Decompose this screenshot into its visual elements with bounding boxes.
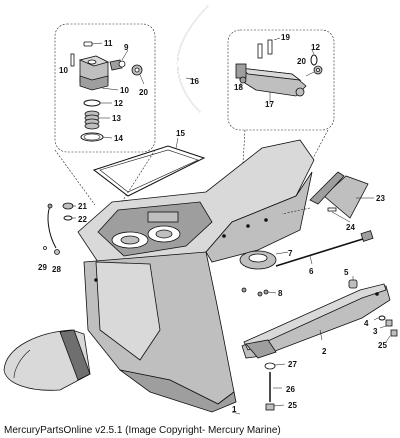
part-17-bracket xyxy=(235,63,307,104)
part-4-washer xyxy=(373,315,386,321)
part-25-nut-right xyxy=(385,329,398,343)
callout-27: 27 xyxy=(288,360,297,369)
callout-10b: 10 xyxy=(120,86,129,95)
callout-1: 1 xyxy=(232,405,237,414)
part-25-nut-bottom xyxy=(265,403,285,411)
callout-7: 7 xyxy=(288,249,293,258)
callout-10: 10 xyxy=(59,66,68,75)
part-22-washer xyxy=(63,215,76,221)
callout-8: 8 xyxy=(278,289,283,298)
callout-20r: 20 xyxy=(297,57,306,66)
callout-15: 15 xyxy=(176,129,185,138)
callout-19: 19 xyxy=(281,33,290,42)
part-14-seal xyxy=(80,132,113,142)
part-13-spring xyxy=(84,110,110,130)
part-8-screws xyxy=(241,287,277,297)
part-20-nut xyxy=(131,64,145,85)
callout-23: 23 xyxy=(376,194,385,203)
copyright-footer: MercuryPartsOnline v2.5.1 (Image Copyrig… xyxy=(4,425,281,436)
part-7-cover xyxy=(239,250,289,270)
detail-inset-left xyxy=(54,23,156,206)
callout-3: 3 xyxy=(373,327,378,336)
part-27-washer xyxy=(264,362,286,370)
part-12-oring xyxy=(83,99,112,107)
part-5-fitting xyxy=(348,276,358,289)
part-9-fitting xyxy=(109,49,129,71)
part-11-screw xyxy=(83,41,103,47)
part-24-screw xyxy=(327,207,351,223)
callout-16: 16 xyxy=(190,77,199,86)
callout-13: 13 xyxy=(112,114,121,123)
callout-2: 2 xyxy=(322,347,327,356)
callout-labels: 11 9 10 20 10 12 13 14 15 16 19 12 20 18… xyxy=(38,33,387,414)
callout-12r: 12 xyxy=(311,43,320,52)
part-29-clip xyxy=(43,246,47,250)
part-15-gasket xyxy=(92,137,206,197)
callout-11: 11 xyxy=(104,39,113,48)
callout-25r: 25 xyxy=(378,341,387,350)
part-10-housing xyxy=(70,53,119,91)
callout-14: 14 xyxy=(114,134,123,143)
part-3-nut xyxy=(379,319,393,329)
gearcase-housing xyxy=(3,139,315,415)
part-21-fitting xyxy=(62,202,76,210)
part-18-washer xyxy=(239,76,247,89)
callout-17: 17 xyxy=(265,100,274,109)
callout-21: 21 xyxy=(78,202,87,211)
callout-4: 4 xyxy=(364,319,369,328)
part-20-right-nut xyxy=(295,65,323,97)
part-16-hose xyxy=(177,5,209,113)
callout-26: 26 xyxy=(286,385,295,394)
callout-29: 29 xyxy=(38,263,47,272)
callout-28: 28 xyxy=(52,265,61,274)
callout-20: 20 xyxy=(139,88,148,97)
callout-18: 18 xyxy=(234,83,243,92)
part-26-stud xyxy=(269,372,282,402)
callout-9: 9 xyxy=(124,43,129,52)
part-2-rail xyxy=(241,283,391,359)
callout-5: 5 xyxy=(344,268,349,277)
callout-25: 25 xyxy=(288,401,297,410)
part-19-screws xyxy=(257,37,281,59)
callout-24: 24 xyxy=(346,223,355,232)
callout-22: 22 xyxy=(78,215,87,224)
part-6-rod xyxy=(275,230,374,267)
callout-6: 6 xyxy=(309,267,314,276)
callout-12: 12 xyxy=(114,99,123,108)
part-12-right-oring xyxy=(310,49,318,66)
part-23-trim-tab xyxy=(281,171,374,219)
part-28-bolt xyxy=(47,203,60,255)
